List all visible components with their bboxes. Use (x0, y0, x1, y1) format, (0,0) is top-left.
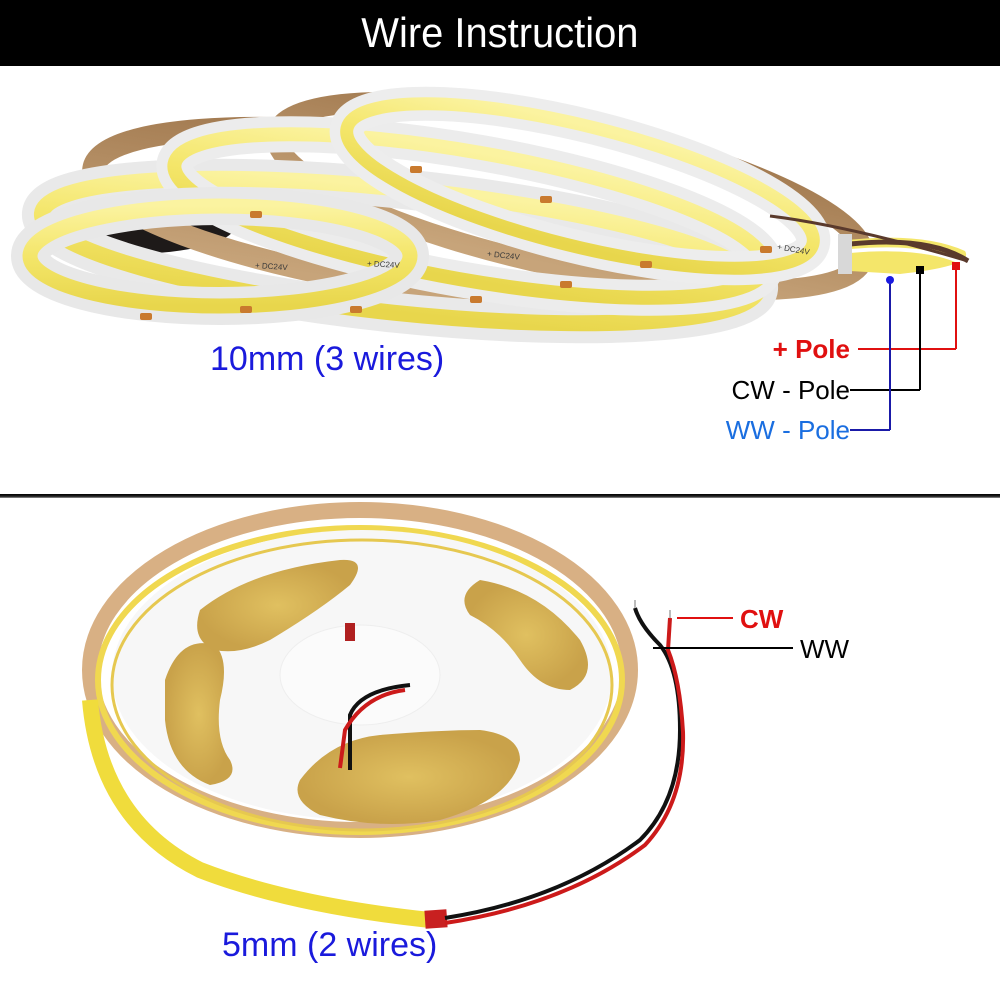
label-positive-pole: + Pole (772, 334, 850, 364)
label-cw-pole: CW - Pole (731, 375, 850, 405)
ww-wire-marker (886, 276, 894, 284)
hub-wires (338, 683, 411, 770)
led-strip-5mm-illustration (82, 502, 793, 929)
callout-lines (850, 262, 960, 431)
callout-lines-5mm (653, 617, 793, 649)
header-banner: Wire Instruction (0, 0, 1000, 66)
label-ww-wire: WW (800, 634, 850, 664)
caption-10mm-3-wires: 10mm (3 wires) (210, 340, 445, 378)
caption-5mm-2-wires: 5mm (2 wires) (222, 926, 438, 964)
panel-5mm-strip (0, 500, 1000, 1000)
strip-end-wires (769, 214, 970, 274)
led-strip-10mm-illustration (11, 86, 970, 431)
tail-wires (444, 600, 686, 925)
page-title: Wire Instruction (361, 9, 639, 56)
solder-pads (140, 166, 772, 320)
strip-coils (11, 86, 874, 344)
reel (82, 502, 638, 838)
cw-wire-marker (916, 266, 924, 274)
panel-10mm-strip (0, 66, 1000, 494)
section-divider (0, 494, 1000, 498)
strip-marking-dc24v: + DC24V (366, 259, 400, 270)
pos-wire-marker (952, 262, 960, 270)
strip-tail (82, 699, 448, 929)
label-ww-pole: WW - Pole (725, 415, 850, 445)
label-cw-wire: CW (740, 604, 784, 634)
